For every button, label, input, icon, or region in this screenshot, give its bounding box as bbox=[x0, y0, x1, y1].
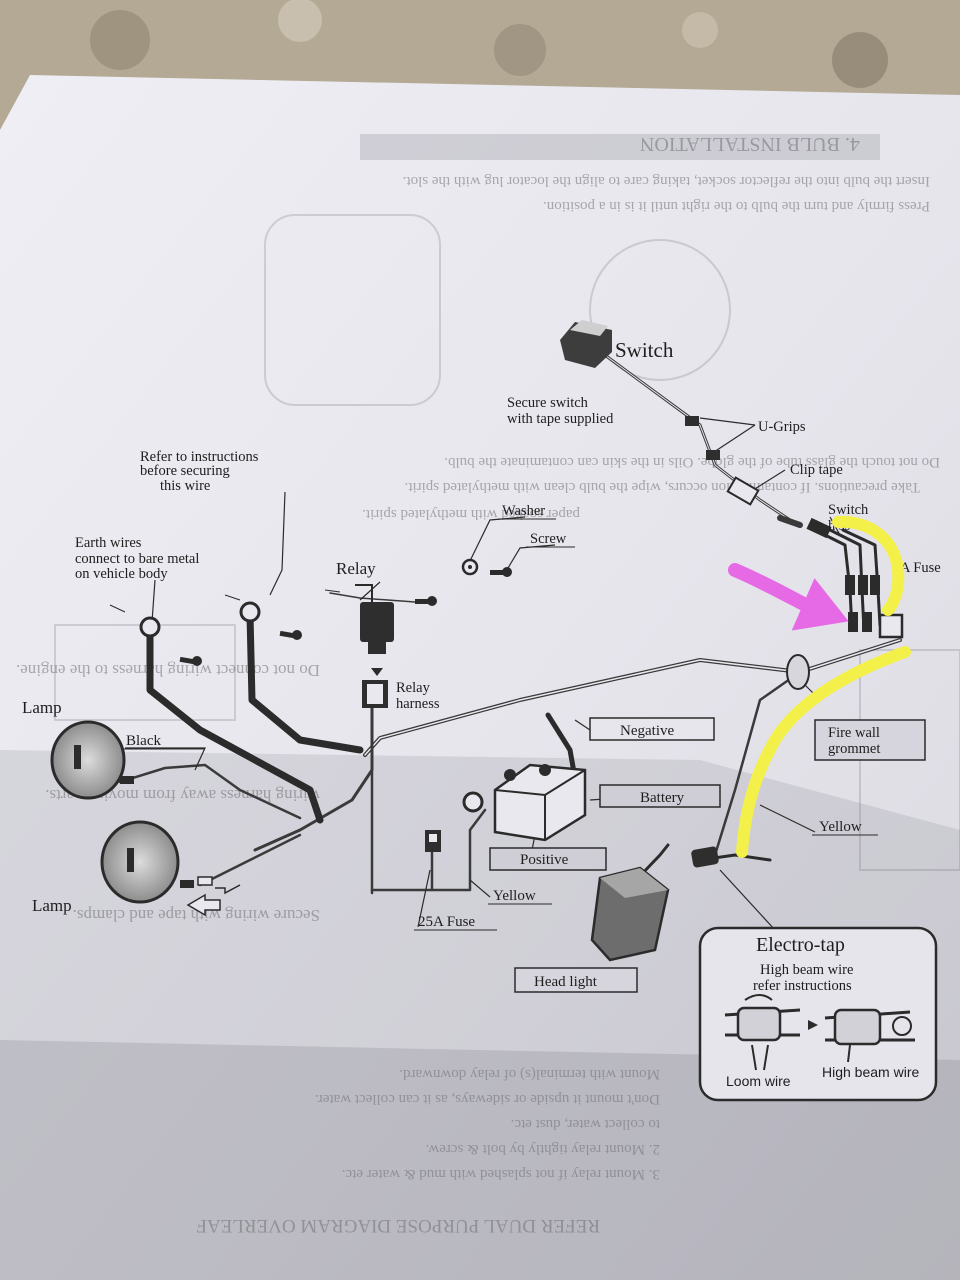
ghost-mid-2: Take precautions. If contamination occur… bbox=[405, 479, 920, 495]
label-fuse-right: A Fuse bbox=[900, 560, 941, 576]
ghost-bottom-1: Mount with terminal(s) of relay downward… bbox=[399, 1066, 660, 1082]
relay-device bbox=[355, 584, 394, 708]
ghost-line-1: Insert the bulb into the reflector socke… bbox=[403, 173, 930, 189]
earth-screws bbox=[179, 630, 302, 666]
label-screw: Screw bbox=[530, 531, 567, 547]
box-battery bbox=[599, 784, 721, 808]
label-head-light: Head light bbox=[534, 974, 598, 990]
label-switch: Switch bbox=[615, 338, 674, 362]
box-firewall bbox=[814, 719, 926, 761]
harness-connector bbox=[806, 517, 832, 539]
label-high-beam-wire: High beam wire bbox=[822, 1064, 919, 1080]
wiring bbox=[118, 348, 902, 895]
label-firewall-2: grommet bbox=[828, 741, 880, 757]
relay-screw bbox=[415, 596, 437, 606]
switch-cable-inner bbox=[597, 349, 791, 521]
label-switch-harness-1: Switch bbox=[828, 502, 869, 518]
yellow-highlight-lower bbox=[736, 646, 911, 858]
ghost-bottom-5: 3. Mount relay if not splashed with mud … bbox=[342, 1166, 660, 1182]
ghost-box-3: Secure wiring with tape and clamps. bbox=[73, 906, 320, 925]
label-electro-tap: Electro-tap bbox=[756, 934, 845, 956]
electro-tap-on-wire bbox=[691, 846, 719, 868]
label-high-beam-note-2: refer instructions bbox=[753, 978, 852, 994]
earth-ring-2 bbox=[239, 601, 261, 623]
battery-device bbox=[493, 763, 587, 842]
ghost-bottom-3: to collect water, dust etc. bbox=[511, 1116, 660, 1132]
screw bbox=[490, 567, 512, 577]
ghost-box-2: wiring harness away from moving parts. bbox=[45, 786, 320, 805]
ghost-bottom-2: Don't mount it upside or sideways, as it… bbox=[315, 1091, 660, 1107]
label-negative: Negative bbox=[620, 723, 674, 739]
earth-wire-1 bbox=[146, 626, 324, 824]
firewall-grommet bbox=[786, 654, 810, 690]
ghost-line-2: Press firmly and turn the bulb to the ri… bbox=[543, 198, 930, 214]
earth-ring-1 bbox=[139, 616, 161, 638]
label-firewall-1: Fire wall bbox=[828, 725, 880, 741]
label-clip-tape: Clip tape bbox=[790, 462, 843, 478]
hand-annotations bbox=[728, 515, 911, 858]
lamp-top bbox=[50, 720, 126, 800]
label-refer-2: before securing bbox=[140, 463, 230, 479]
switch-device bbox=[560, 320, 612, 368]
label-refer-1: Refer to instructions bbox=[140, 449, 259, 465]
label-secure-switch-1: Secure switch bbox=[507, 395, 589, 411]
ghost-mid-1: Do not touch the glass tube of the globe… bbox=[444, 454, 940, 470]
label-u-grips: U-Grips bbox=[758, 419, 806, 435]
box-head-light bbox=[514, 967, 638, 993]
label-relay: Relay bbox=[336, 559, 376, 578]
ghost-heading: 4. BULB INSTALLATION bbox=[640, 133, 860, 155]
label-refer-3: this wire bbox=[160, 478, 210, 494]
magenta-arrow-head bbox=[791, 578, 849, 631]
head-light-device bbox=[590, 866, 670, 962]
label-relay-harness-1: Relay bbox=[396, 680, 431, 696]
lamp-connectors bbox=[120, 776, 241, 917]
label-yellow-bottom: Yellow bbox=[493, 888, 536, 904]
box-positive bbox=[489, 847, 607, 871]
tap-illustration bbox=[724, 994, 915, 1071]
label-black: Black bbox=[126, 733, 161, 749]
u-grip-2 bbox=[706, 450, 720, 460]
label-yellow-right: Yellow bbox=[819, 819, 862, 835]
lamp-bottom bbox=[100, 820, 180, 904]
label-lamp-bottom: Lamp bbox=[32, 896, 72, 915]
yellow-highlight-upper bbox=[832, 515, 905, 616]
label-positive: Positive bbox=[520, 852, 569, 868]
ghost-box-1: Do not connect wiring harness to the eng… bbox=[16, 661, 320, 680]
label-relay-harness-2: harness bbox=[396, 696, 440, 712]
label-earth-1: Earth wires bbox=[75, 535, 142, 551]
ghost-footer: REFER DUAL PURPOSE DIAGRAM OVERLEAF bbox=[196, 1215, 600, 1236]
ghost-mid-3: paper soaked with methylated spirit. bbox=[362, 506, 580, 522]
label-washer: Washer bbox=[502, 503, 545, 519]
fuse-holder-right bbox=[878, 613, 904, 639]
show-through-text: 4. BULB INSTALLATION Insert the bulb int… bbox=[16, 133, 940, 1236]
label-earth-2: connect to bare metal bbox=[75, 551, 199, 567]
label-battery: Battery bbox=[640, 790, 685, 806]
box-negative bbox=[589, 717, 715, 741]
clip-tape bbox=[726, 476, 760, 506]
label-secure-switch-2: with tape supplied bbox=[507, 411, 614, 427]
shadow-band bbox=[0, 750, 960, 1280]
ghost-bottom-4: 2. Mount relay tightly by bolt & screw. bbox=[426, 1141, 660, 1157]
battery-ring-terminal bbox=[462, 791, 484, 813]
yellow-wire bbox=[713, 670, 802, 857]
label-fuse-25a: 25A Fuse bbox=[418, 914, 475, 930]
u-grip-1 bbox=[685, 416, 699, 426]
label-earth-3: on vehicle body bbox=[75, 566, 168, 582]
labels: Switch Secure switch with tape supplied … bbox=[22, 338, 941, 1089]
label-lamp-top: Lamp bbox=[22, 698, 62, 717]
earth-wire-2 bbox=[246, 611, 364, 754]
electro-tap-inset bbox=[698, 926, 938, 1102]
label-loom-wire: Loom wire bbox=[726, 1073, 791, 1089]
label-high-beam-note-1: High beam wire bbox=[760, 962, 853, 978]
